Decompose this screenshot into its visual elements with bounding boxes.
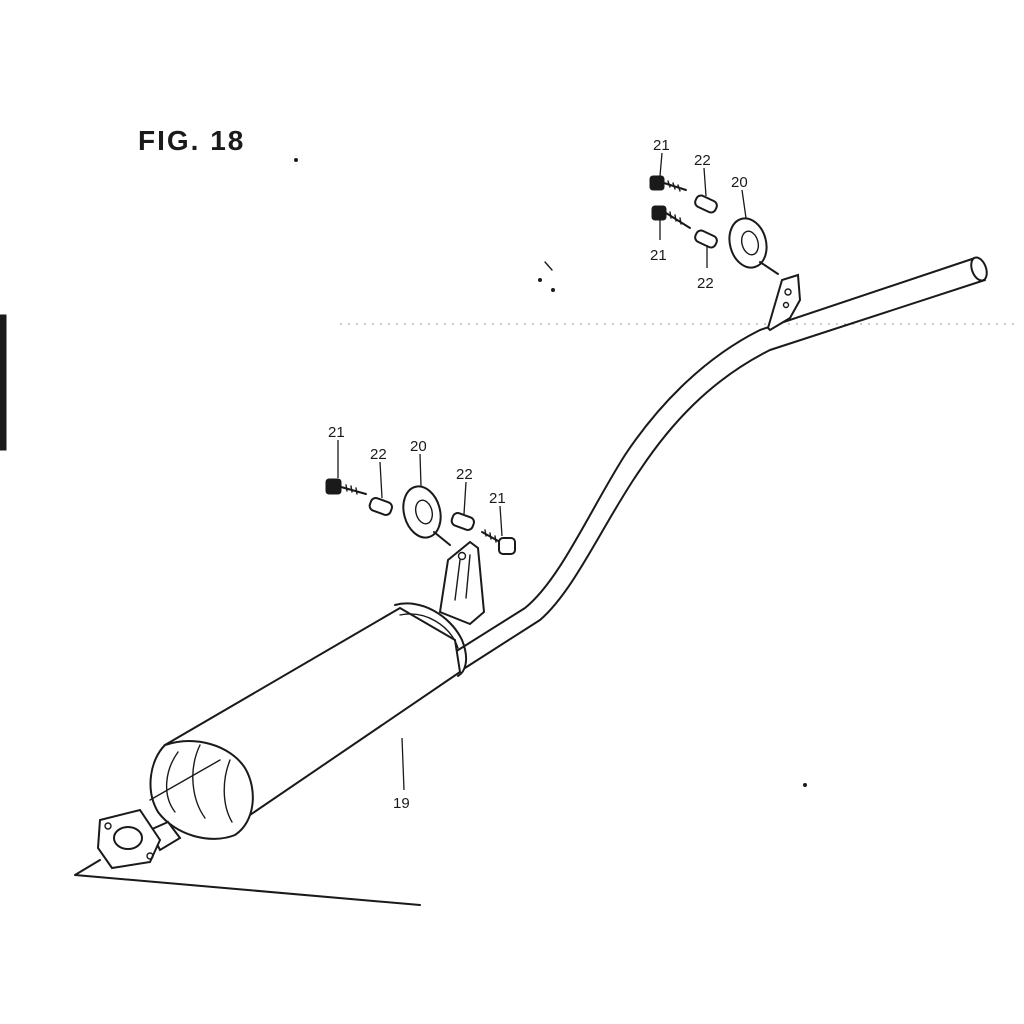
upper-mount-kit [649,175,779,275]
muffler-rear-band-inner [399,613,459,649]
bolt-shank [665,212,691,229]
bracket-rib [454,554,471,601]
flange-bore [113,826,143,850]
bolt-thread [484,529,497,543]
mount-link [433,531,451,546]
speck [294,158,298,162]
bolt-21-mid-b [481,529,516,555]
leader-19-muffler [401,737,405,791]
callout-22: 22 [456,466,473,483]
leader-lines [337,152,747,791]
spacer-22-mid-b [450,512,475,531]
leader-20-mid [419,453,422,487]
mount-link [759,261,779,275]
bracket-plate [766,273,802,332]
callout-19: 19 [393,795,410,812]
bracket-hole [457,551,467,561]
bolt-thread [345,484,358,495]
scan-artifacts [0,158,1020,787]
speck [551,288,555,292]
bracket-hole [784,288,792,296]
ground-line [74,859,421,906]
leader-22-mid-a [379,461,383,499]
bolt-shank [340,486,367,495]
leader-20-top [741,189,747,219]
callout-22: 22 [697,275,714,292]
leader-21-top-a [659,152,663,177]
spacer-22-upper-b [694,229,718,249]
cone-ribs [165,744,233,823]
pipe-tail-end [970,256,988,282]
left-edge-bar [0,314,7,451]
callout-labels: 21 22 20 21 22 21 22 20 22 21 19 [328,137,748,812]
muffler-rear-band [394,602,468,677]
pipe-lower-wall [464,279,986,669]
callout-21: 21 [650,247,667,264]
callout-20: 20 [410,438,427,455]
cone-rib-cross [149,759,221,801]
bolt-thread [669,211,682,225]
callout-21: 21 [328,424,345,441]
mount-hole [414,499,434,525]
callout-21: 21 [489,490,506,507]
front-hanger-bracket [438,540,486,626]
mount-body [402,485,442,539]
bolt-head [325,478,342,495]
callout-21: 21 [653,137,670,154]
middle-mount-kit [325,478,516,555]
callout-20: 20 [731,174,748,191]
inlet-flange [96,808,182,870]
spacer-22-mid-a [368,497,393,516]
bolt-21-mid-a [325,478,367,495]
callout-22: 22 [370,446,387,463]
pipe-upper-wall [454,257,976,653]
bolt-thread [667,180,681,192]
bolt-head [649,175,665,191]
speck [538,278,542,282]
rubber-mount-20-mid [402,485,451,546]
bolt-21-upper-a [649,175,687,192]
callout-22: 22 [694,152,711,169]
spacer-22-upper-a [694,194,718,214]
bolt-shank [663,182,687,191]
rubber-mount-20-upper [728,217,779,275]
leader-21-mid-b [499,505,503,537]
exhaust-pipe [454,256,988,669]
rear-hanger-bracket [766,273,802,332]
figure-title: FIG. 18 [138,125,245,156]
bolt-head [651,205,667,221]
bolt-nut [498,537,516,555]
flange-bolt-hole [146,852,154,860]
mount-hole [740,230,760,256]
leader-22-top-a [703,167,707,197]
speck [544,261,553,271]
bolt-21-upper-b [651,205,691,229]
flange-bolt-hole [104,822,112,830]
mount-body [728,217,768,269]
speck [803,783,807,787]
leader-22-mid-b [463,481,467,515]
muffler [149,602,468,840]
bracket-hole [782,301,790,309]
bracket-plate [438,540,486,626]
